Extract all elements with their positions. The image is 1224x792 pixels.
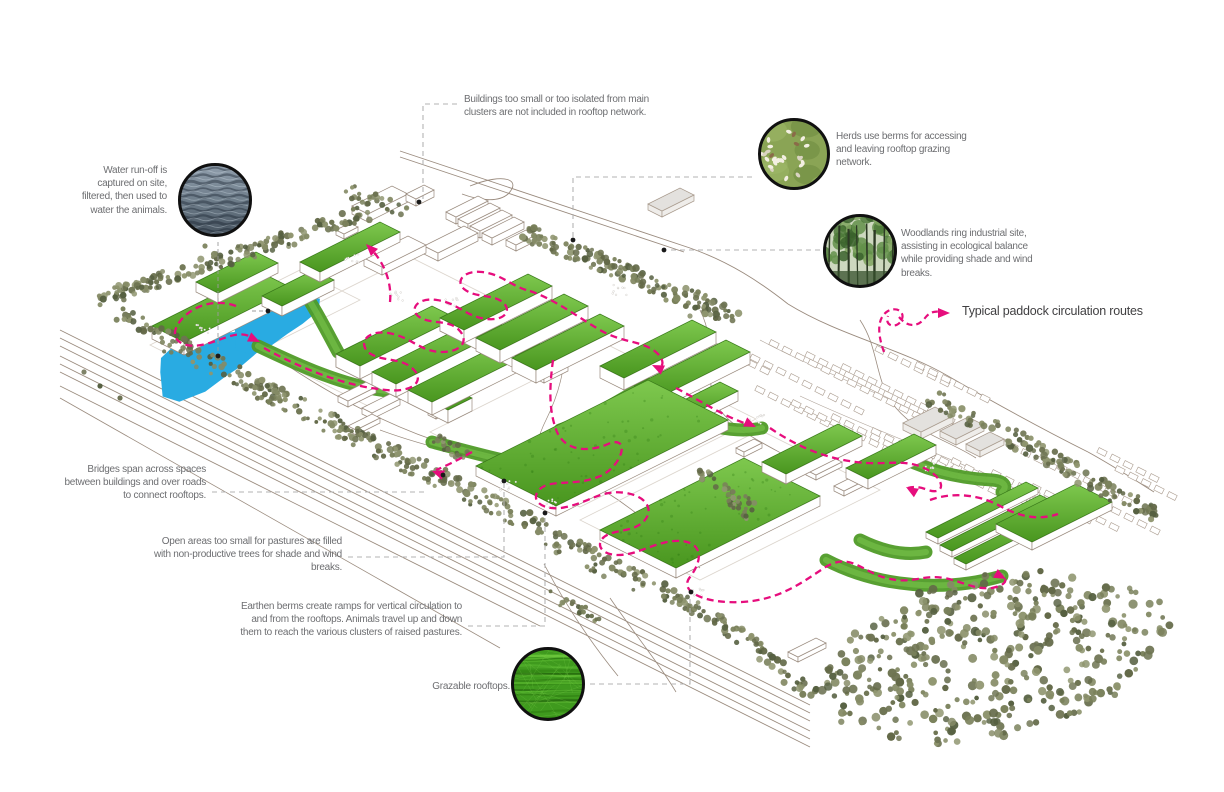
water-photo [178,163,252,237]
tree-belts [81,184,1174,748]
annotation-grazable-rooftops: Grazable rooftops. [432,681,510,692]
leader-lines [212,103,820,685]
annotation-open-areas: Open areas too small for pastures are fi… [153,536,342,574]
annotation-woodlands: Woodlands ring industrial site, assistin… [901,228,1033,279]
annotation-earthen-berms: Earthen berms create ramps for vertical … [240,601,462,639]
sheep-herd-photo [758,118,830,190]
annotation-isolated-buildings: Buildings too small or too isolated from… [464,94,649,119]
annotation-water-runoff: Water run-off is captured on site, filte… [81,165,167,216]
annotation-bridges: Bridges span across spaces between build… [64,464,206,502]
grass-photo [511,647,585,721]
reference-dots [215,199,694,595]
woodland-photo [823,214,897,288]
buildings [151,184,1113,663]
commercial-buildings [647,187,1005,458]
legend-paddock-routes: Typical paddock circulation routes [962,304,1143,318]
annotation-herds-berms: Herds use berms for accessing and leavin… [836,131,967,169]
paddock-circulation-routes [173,244,1059,604]
